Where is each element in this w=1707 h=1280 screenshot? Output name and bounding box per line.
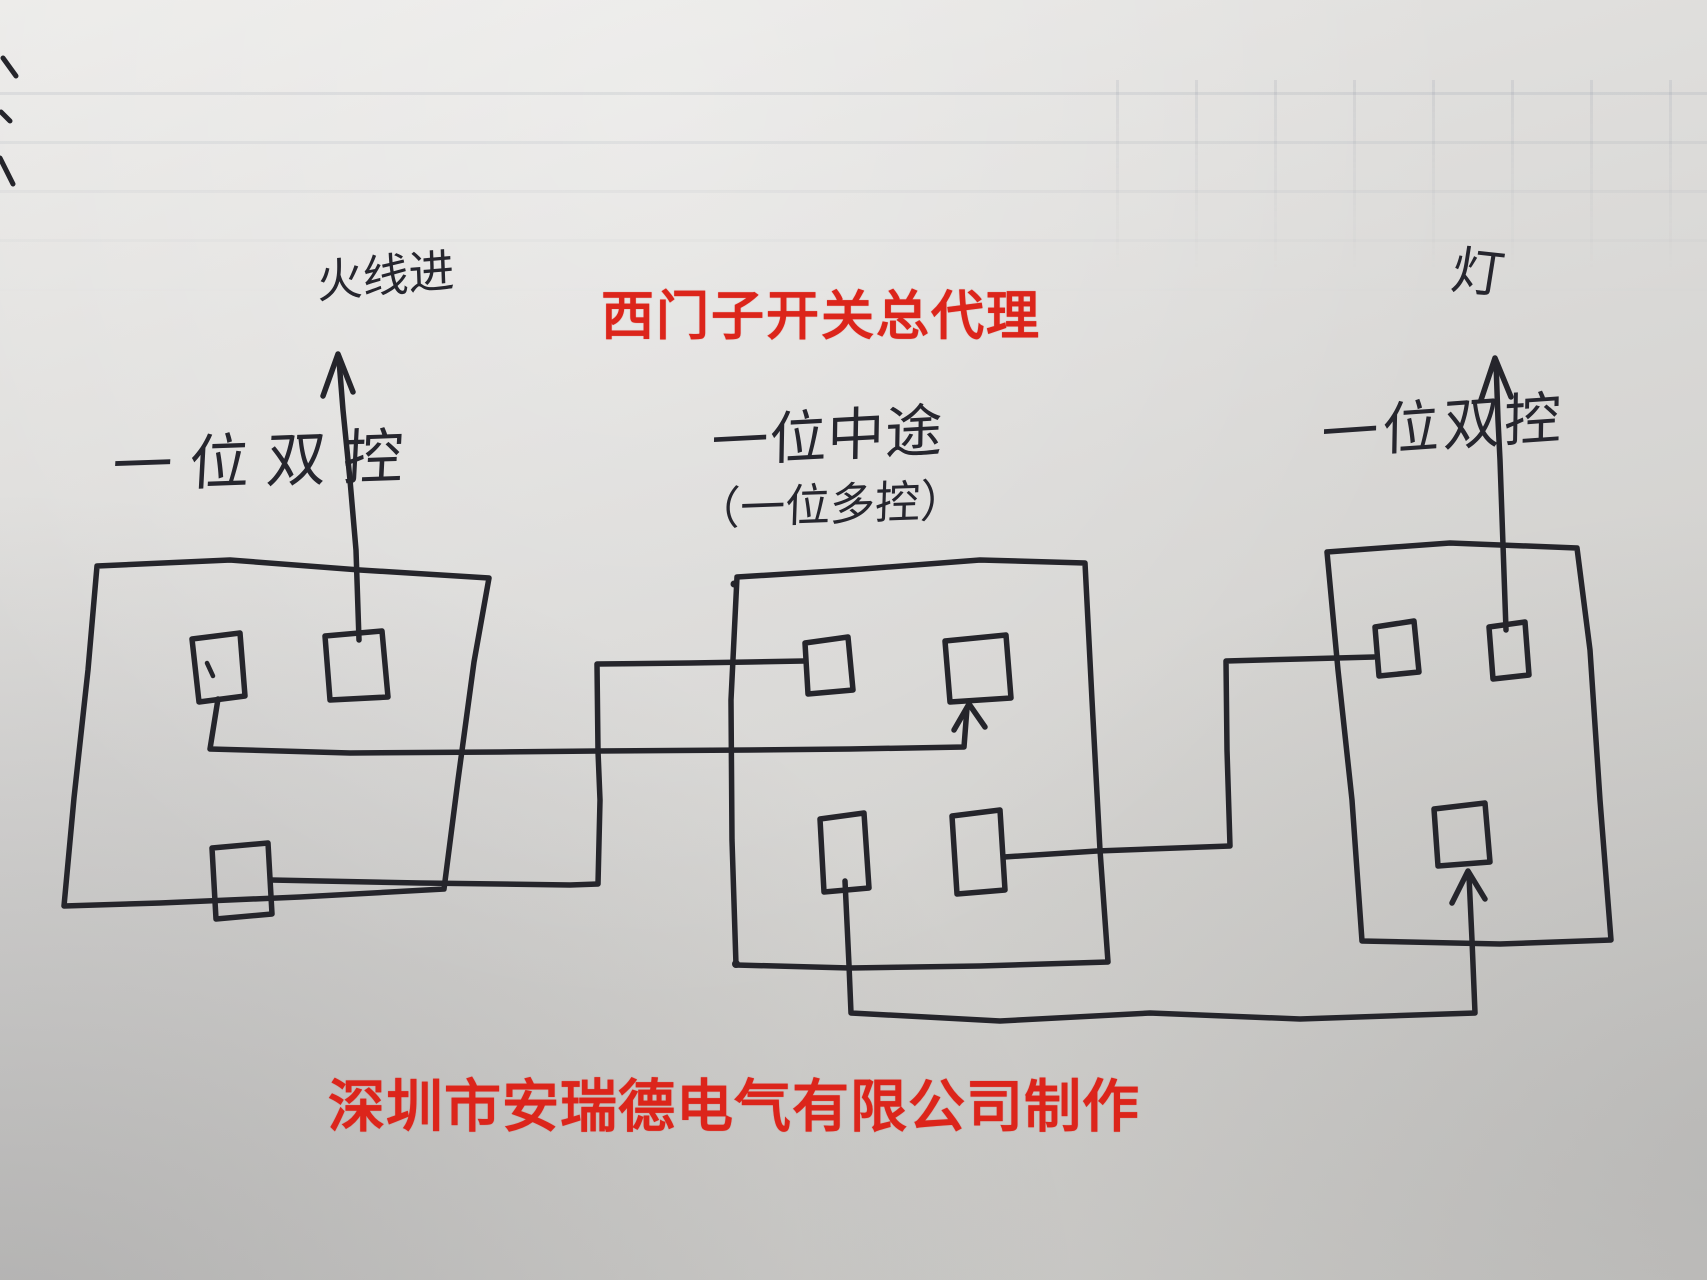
terminal-m4	[949, 807, 1008, 897]
faint-grid-lines	[1040, 80, 1707, 270]
terminal-m3	[817, 810, 872, 895]
box-outline	[1324, 540, 1614, 947]
wire-live-in	[320, 351, 362, 643]
ruled-paper-lines	[0, 46, 1707, 296]
agent-title-text: 西门子开关总代理	[601, 286, 1041, 347]
wire-lamp	[1478, 355, 1514, 633]
arrowhead-up	[1478, 355, 1514, 403]
terminal-l1	[189, 630, 248, 705]
middle-switch-box	[728, 557, 1111, 971]
arrowhead-up	[951, 701, 988, 733]
ink-blob	[730, 580, 738, 588]
terminal-m1	[802, 634, 856, 697]
terminal-r3	[1431, 800, 1493, 869]
left-switch-box	[61, 557, 492, 922]
box-outline	[728, 557, 1111, 971]
wire-l2-to-m1	[268, 658, 807, 888]
terminal-r1	[1372, 618, 1422, 679]
ink-blob	[732, 960, 740, 968]
wire-m3-to-r3	[842, 868, 1488, 1024]
terminal-m2	[942, 632, 1014, 705]
maker-credit-text: 深圳市安瑞德电气有限公司制作	[328, 1074, 1140, 1140]
terminal-r2	[1486, 619, 1532, 682]
box-outline	[61, 557, 492, 909]
arrowhead-up	[320, 351, 356, 399]
terminal-l2	[209, 840, 275, 922]
edge-scribble	[0, 55, 19, 187]
terminal-l1-tick	[204, 660, 216, 679]
terminal-lcom	[322, 628, 391, 703]
right-switch-box	[1324, 540, 1614, 947]
wire-m4-to-r1	[1001, 654, 1377, 860]
arrowhead-up	[1449, 868, 1488, 906]
